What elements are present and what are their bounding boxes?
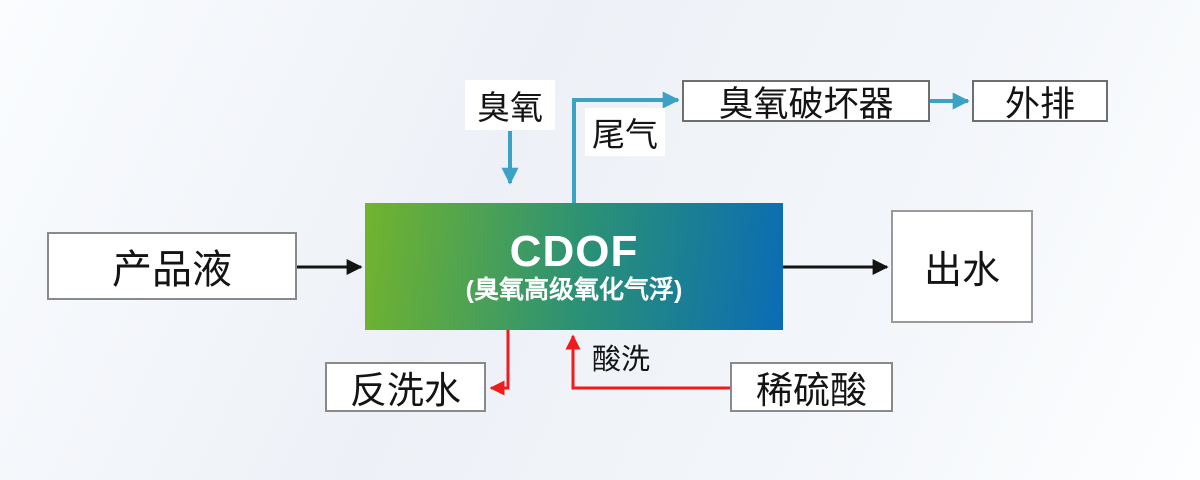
node-effluent: 出水 [891,210,1033,323]
node-dilute-sulfuric-acid-label: 稀硫酸 [756,371,867,412]
flow-label-tail-gas: 尾气 [585,108,665,156]
node-backwash-water: 反洗水 [325,362,486,412]
arrow-cdof-to-backwash [489,330,510,396]
arrow-tailgas-to-destructor [572,91,680,203]
node-discharge-label: 外排 [1004,84,1075,124]
flow-label-acid-wash: 酸洗 [592,336,650,378]
arrow-acid-to-cdof [565,334,730,390]
node-discharge: 外排 [972,80,1108,124]
node-product-liquid: 产品液 [47,232,297,300]
cdof-subtitle: (臭氧高级氧化气浮) [465,275,683,304]
node-dilute-sulfuric-acid: 稀硫酸 [730,362,893,412]
node-ozone-destructor: 臭氧破坏器 [682,80,930,124]
node-cdof-unit: CDOF (臭氧高级氧化气浮) [365,203,783,330]
flow-label-ozone-text: 臭氧 [477,91,543,127]
node-effluent-label: 出水 [923,250,1000,292]
node-product-liquid-label: 产品液 [112,247,232,292]
flow-label-tail-gas-text: 尾气 [592,118,658,154]
flow-label-ozone: 臭氧 [465,80,555,130]
node-ozone-destructor-label: 臭氧破坏器 [718,84,894,124]
cdof-title: CDOF [509,226,639,276]
node-backwash-water-label: 反洗水 [350,371,461,412]
flow-label-acid-wash-text: 酸洗 [592,344,651,376]
